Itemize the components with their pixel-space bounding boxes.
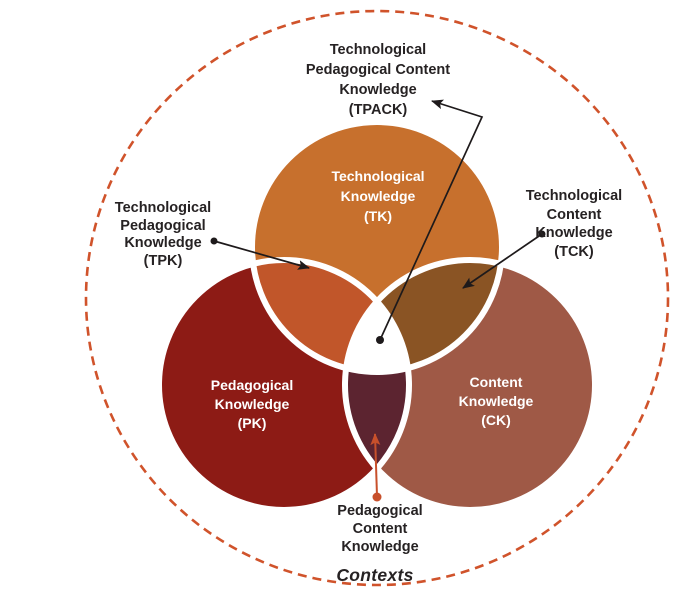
- tk-label: Technological Knowledge (TK): [331, 168, 425, 224]
- tpk-pointer-dot: [210, 237, 218, 245]
- tck-pointer-dot: [538, 230, 546, 238]
- tpack-pointer-dot: [376, 336, 384, 344]
- tpack-label: Technological Pedagogical Content Knowle…: [305, 42, 451, 118]
- tpk-overlap-region: [252, 260, 409, 372]
- pck-label: Pedagogical Content Knowledge: [337, 503, 423, 555]
- contexts-label: Contexts: [336, 565, 414, 585]
- pk-circle-white-border: [156, 257, 412, 513]
- pck-pointer-dot: [372, 492, 382, 502]
- tpack-pointer-arrow: [379, 99, 484, 341]
- pk-label: Pedagogical Knowledge (PK): [210, 377, 294, 431]
- tpk-label: Technological Pedagogical Knowledge (TPK…: [114, 200, 212, 269]
- tck-pointer-arrow: [462, 233, 543, 289]
- tck-label: Technological Content Knowledge (TCK): [525, 188, 623, 260]
- ck-label: Content Knowledge (CK): [458, 374, 534, 428]
- tk-circle-white-border: [249, 119, 505, 375]
- contexts-dashed-ring: [84, 9, 670, 587]
- pck-pointer-arrow: [370, 433, 381, 497]
- tck-overlap-region: [345, 260, 502, 372]
- ck-circle-white-border: [342, 257, 598, 513]
- tpk-pointer-arrow: [213, 240, 310, 270]
